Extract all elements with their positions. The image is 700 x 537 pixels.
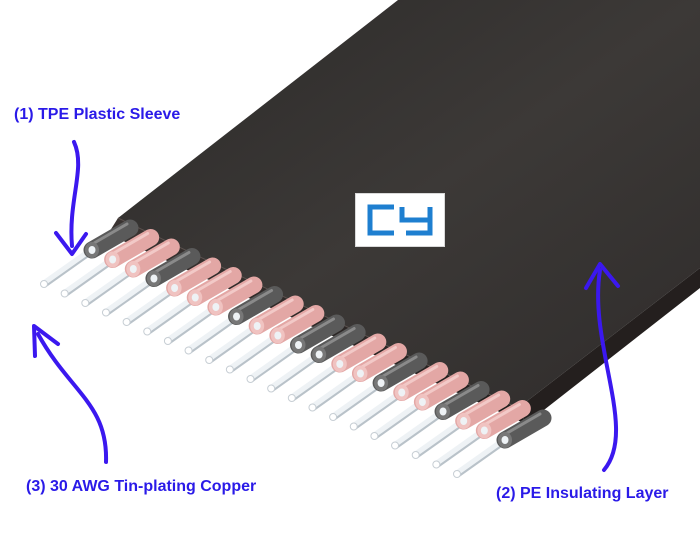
cy-logo-icon [364,201,436,239]
label-tpe-sleeve: (1) TPE Plastic Sleeve [14,106,180,124]
arrow-copper [34,326,106,462]
cy-logo [355,193,445,247]
label-pe-layer: (2) PE Insulating Layer [496,485,668,503]
arrow-tpe-sleeve [56,142,86,254]
label-copper: (3) 30 AWG Tin-plating Copper [26,478,256,496]
